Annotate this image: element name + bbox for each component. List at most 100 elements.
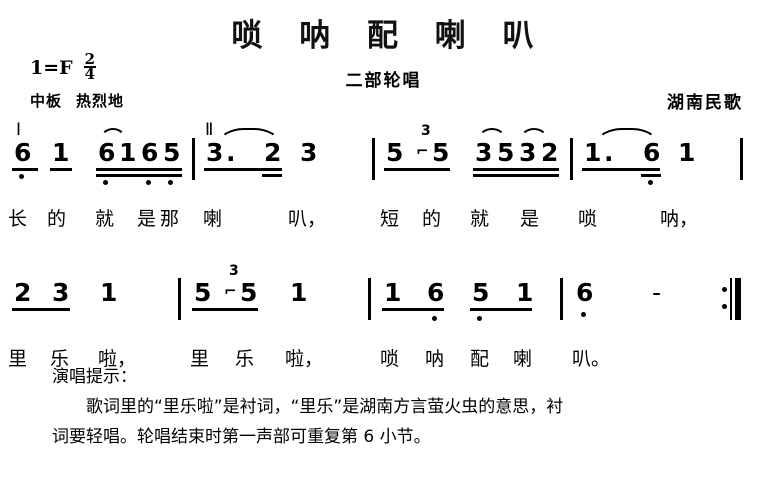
- octave-dot-below: [648, 180, 653, 185]
- beam: [582, 168, 660, 171]
- note: 2: [14, 278, 32, 307]
- note: 3: [475, 138, 493, 167]
- tempo-expression-marks: 中板热烈地: [30, 90, 124, 111]
- note: 5: [194, 278, 212, 307]
- lyrics-row-1: 长 的 就 是 那 喇 叭， 短 的 就 是 唢 呐，: [0, 204, 765, 230]
- slur: [478, 128, 506, 142]
- beam: [262, 174, 282, 177]
- lyric-syllable: 就: [95, 208, 115, 230]
- note: 1: [100, 278, 118, 307]
- octave-dot-below: [581, 312, 586, 317]
- beam: [470, 308, 532, 311]
- beam: [473, 174, 559, 177]
- grace-note: 3: [421, 123, 431, 139]
- beam: [96, 174, 182, 177]
- page-title: 唢 呐 配 喇 叭: [231, 18, 547, 54]
- lyric-syllable: 长: [8, 208, 28, 230]
- key-signature: 1=F 2 4: [30, 50, 97, 83]
- note: 1: [52, 138, 70, 167]
- beam: [473, 168, 559, 171]
- barline-thin: [730, 278, 732, 320]
- expression-mark: 热烈地: [76, 92, 125, 110]
- repeat-dot-top: [722, 287, 727, 292]
- performance-notes: 演唱提示： 歌词里的“里乐啦”是衬词，“里乐”是湖南方言萤火虫的意思，衬 词要轻…: [52, 362, 735, 452]
- lyric-syllable: 是: [520, 208, 540, 230]
- key-signature-text: 1=F: [30, 56, 73, 79]
- time-signature: 2 4: [83, 50, 97, 83]
- octave-dot-below: [432, 316, 437, 321]
- lyric-syllable: 的: [47, 208, 67, 230]
- performance-notes-line-1: 歌词里的“里乐啦”是衬词，“里乐”是湖南方言萤火虫的意思，衬: [86, 397, 564, 417]
- lyric-syllable: 唢: [578, 208, 598, 230]
- note: 1: [290, 278, 308, 307]
- beam: [384, 168, 450, 171]
- lyrics-row-2: 里 乐 啦， 里 乐 啦， 唢 呐 配 喇 叭。: [0, 344, 765, 370]
- barline: [178, 278, 181, 320]
- music-system-2: 2 3 1 5 3 ⌐ 5 1 1 6 5 1: [0, 258, 765, 370]
- note: 1: [384, 278, 402, 307]
- lyric-syllable: 是: [137, 208, 157, 230]
- grace-note: 3: [229, 263, 239, 279]
- note-row-2: 2 3 1 5 3 ⌐ 5 1 1 6 5 1: [0, 264, 765, 321]
- lyric-syllable: 叭。: [572, 348, 611, 370]
- lyric-syllable: 的: [422, 208, 442, 230]
- note: 5: [386, 138, 404, 167]
- note: 6: [643, 138, 661, 167]
- note: 6: [98, 138, 116, 167]
- voice-marker-1: Ⅰ: [16, 120, 22, 139]
- time-signature-numerator: 2: [83, 50, 97, 68]
- barline: [372, 138, 375, 180]
- beam: [12, 308, 70, 311]
- note: 6: [427, 278, 445, 307]
- lyric-syllable: 那: [160, 208, 180, 230]
- octave-dot-below: [168, 180, 173, 185]
- slur: [520, 128, 548, 142]
- note: 3: [206, 138, 224, 167]
- note: 1: [584, 138, 602, 167]
- lyric-syllable: 呐: [425, 348, 445, 370]
- barline: [570, 138, 573, 180]
- lyric-syllable: 里: [8, 348, 28, 370]
- grace-note-hook: ⌐: [224, 282, 237, 300]
- note: 6: [14, 138, 32, 167]
- beam: [192, 308, 258, 311]
- beam: [204, 168, 282, 171]
- lyric-syllable: 啦，: [98, 348, 137, 370]
- lyric-syllable: 喇: [203, 208, 223, 230]
- lyric-syllable: 乐: [235, 348, 255, 370]
- octave-dot-below: [19, 174, 24, 179]
- note: 6: [141, 138, 159, 167]
- beam: [641, 174, 661, 177]
- music-system-1: Ⅰ 6 1 6 1 6 5 Ⅱ 3 . 2: [0, 118, 765, 230]
- time-signature-denominator: 4: [84, 64, 96, 83]
- note: 5: [240, 278, 258, 307]
- octave-dot-below: [146, 180, 151, 185]
- lyric-syllable: 唢: [380, 348, 400, 370]
- note-sustain-dash: -: [652, 278, 662, 307]
- note: 1: [678, 138, 696, 167]
- beam: [382, 308, 444, 311]
- note: 2: [541, 138, 559, 167]
- barline-thick: [735, 278, 741, 320]
- performance-notes-line-2: 词要轻唱。轮唱结束时第一声部可重复第 6 小节。: [52, 427, 431, 447]
- note: 3: [52, 278, 70, 307]
- voice-marker-2: Ⅱ: [205, 120, 214, 139]
- barline: [192, 138, 195, 180]
- lyric-syllable: 喇: [513, 348, 533, 370]
- staff-line-1: Ⅰ 6 1 6 1 6 5 Ⅱ 3 . 2: [0, 118, 765, 230]
- octave-dot-below: [477, 316, 482, 321]
- slur: [596, 128, 658, 144]
- lyric-syllable: 啦，: [285, 348, 324, 370]
- dotted-rhythm-dot: .: [604, 138, 614, 167]
- note: 6: [576, 278, 594, 307]
- note: 5: [497, 138, 515, 167]
- lyric-syllable: 叭，: [288, 208, 327, 230]
- grace-note-hook: ⌐: [416, 142, 429, 160]
- note: 5: [432, 138, 450, 167]
- lyric-syllable: 短: [380, 208, 400, 230]
- octave-dot-below: [103, 180, 108, 185]
- note: 3: [519, 138, 537, 167]
- lyric-syllable: 配: [470, 348, 490, 370]
- lyric-syllable: 就: [470, 208, 490, 230]
- staff-line-2: 2 3 1 5 3 ⌐ 5 1 1 6 5 1: [0, 258, 765, 370]
